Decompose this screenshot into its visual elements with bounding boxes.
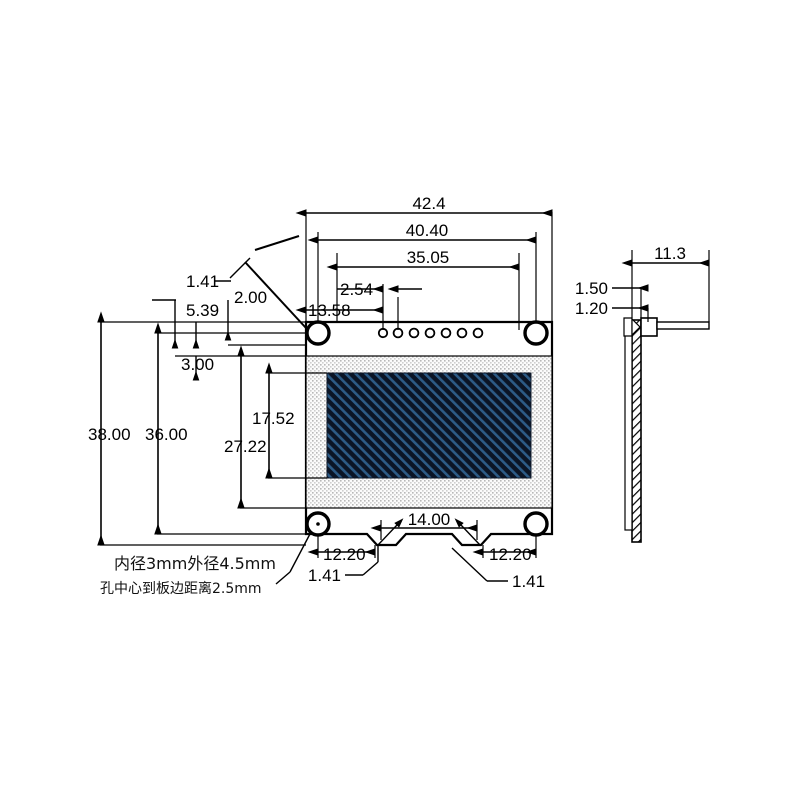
dim-label-pcb-width: 40.40 — [406, 221, 449, 240]
left-dimension-stack — [97, 299, 327, 546]
dim-label-overall-depth: 11.3 — [654, 244, 686, 263]
dim-label-pin-pitch: 2.54 — [340, 280, 373, 299]
note-hole-edge-distance: 孔中心到板边距离2.5mm — [100, 580, 262, 597]
side-connector-block — [640, 317, 658, 337]
side-view — [612, 250, 710, 543]
dim-label-notch-right-offset: 12.20 — [489, 545, 532, 564]
side-taper-detail — [631, 317, 641, 337]
dim-label-pcb-thickness-upper: 1.50 — [575, 279, 608, 298]
dim-label-first-pin-offset: 13.58 — [308, 301, 351, 320]
mounting-hole-top-left — [305, 320, 331, 346]
side-glass-strip — [624, 319, 633, 531]
dim-label-notch-left-offset: 12.20 — [323, 545, 366, 564]
dim-label-pcb-thickness-lower: 1.20 — [575, 299, 608, 318]
dim-label-glass-height: 27.22 — [224, 437, 267, 456]
dim-label-hole-span: 35.05 — [407, 248, 450, 267]
dim-label-overall-width: 42.4 — [412, 194, 445, 213]
side-left-nub — [623, 317, 633, 337]
dim-label-notch-span: 14.00 — [408, 510, 451, 529]
dim-label-chamfer-top-left: 1.41 — [186, 272, 219, 291]
dim-label-overall-height: 38.00 — [88, 425, 131, 444]
top-dimension-stack — [295, 209, 553, 330]
chamfer-leader-top-left — [214, 235, 307, 329]
dim-label-chamfer-notch-left: 1.41 — [308, 566, 341, 585]
dim-label-pcb-height: 36.00 — [145, 425, 188, 444]
front-view — [228, 320, 554, 547]
mounting-hole-top-right — [523, 320, 549, 346]
oled-active-area — [326, 372, 532, 479]
mounting-hole-bottom-left — [305, 511, 331, 537]
dim-label-top-edge-offset: 5.39 — [186, 301, 219, 320]
side-pin — [656, 321, 710, 330]
mounting-hole-bottom-right — [523, 511, 549, 537]
dim-label-hole-center-offset: 3.00 — [181, 355, 214, 374]
dim-label-chamfer-notch-right: 1.41 — [512, 572, 545, 591]
side-pcb-section — [631, 319, 642, 543]
bottom-dimension-stack — [275, 518, 537, 585]
dim-label-top-margin: 2.00 — [234, 288, 267, 307]
dim-label-active-area-height: 17.52 — [252, 409, 295, 428]
note-hole-diameter: 内径3mm外径4.5mm — [114, 554, 276, 573]
